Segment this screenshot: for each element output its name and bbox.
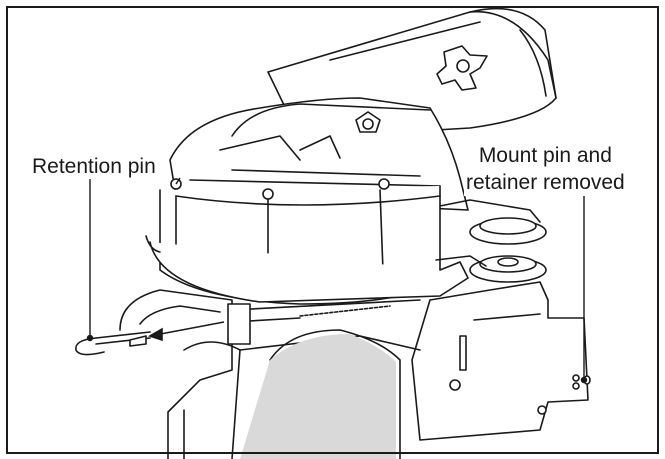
frame-border <box>6 6 659 454</box>
mount-pin-label-line1: Mount pin and <box>478 144 612 167</box>
mount-pin-label-line2: retainer removed <box>466 171 625 194</box>
mounting-bracket <box>411 281 591 441</box>
mount-pin-leader-dot <box>580 376 588 384</box>
base-plate <box>145 235 469 303</box>
drive-pulleys <box>435 199 547 283</box>
housing-cover <box>169 97 469 211</box>
leader-lines <box>86 177 588 384</box>
retention-pin-part <box>75 331 151 356</box>
insert-arrow <box>148 321 225 342</box>
chute-knob <box>436 45 488 91</box>
retention-pin-label: Retention pin <box>30 154 158 179</box>
mount-pin-label: Mount pin and retainer removed <box>464 142 627 196</box>
spring-linkage <box>227 299 421 345</box>
cover-hub <box>355 111 381 133</box>
retention-pin-leader-dot <box>86 334 94 342</box>
